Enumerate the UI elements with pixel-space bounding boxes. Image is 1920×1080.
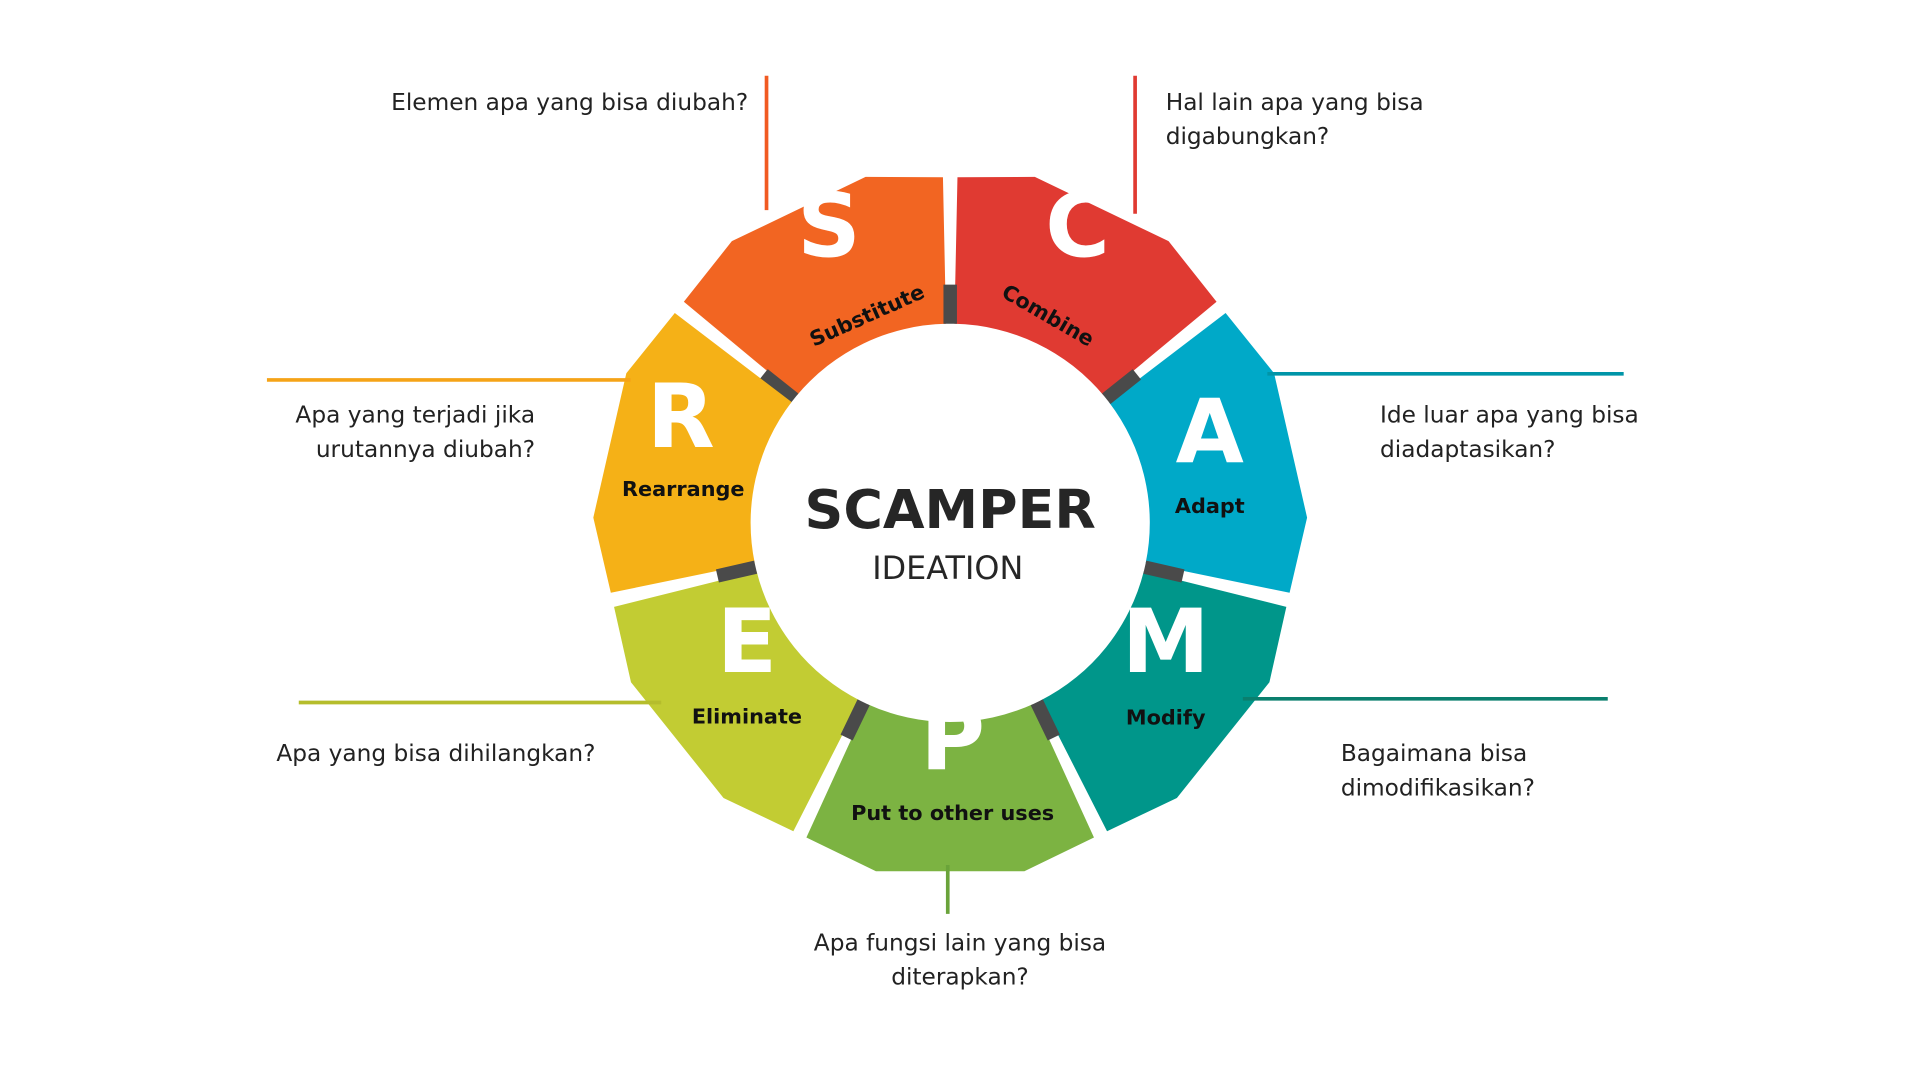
segment-adapt	[1108, 313, 1308, 593]
letter-p: P	[920, 688, 985, 791]
label-eliminate: Eliminate	[692, 704, 802, 728]
divider-bar	[1102, 369, 1142, 404]
question-p-line1: Apa fungsi lain yang bisa	[814, 930, 1106, 957]
question-a-line2: diadaptasikan?	[1380, 436, 1556, 463]
segments-ring	[593, 176, 1308, 872]
question-r-line1: Apa yang terjadi jika	[295, 402, 535, 429]
letter-a: A	[1176, 380, 1244, 483]
divider-bar	[1030, 699, 1060, 741]
segment-substitute	[683, 176, 947, 396]
question-s: Elemen apa yang bisa diubah?	[391, 89, 748, 116]
letter-r: R	[647, 365, 715, 468]
letter-m: M	[1122, 590, 1210, 693]
label-put-to-other-uses: Put to other uses	[851, 801, 1054, 825]
question-a-line1: Ide luar apa yang bisa	[1380, 402, 1639, 429]
segment-rearrange	[593, 313, 792, 593]
question-c-line2: digabungkan?	[1166, 123, 1330, 150]
question-r-line2: urutannya diubah?	[316, 436, 535, 463]
segment-eliminate	[614, 571, 860, 832]
center-subtitle: IDEATION	[872, 550, 1023, 587]
label-rearrange: Rearrange	[622, 477, 745, 501]
letter-s: S	[797, 175, 860, 278]
letter-e: E	[717, 590, 777, 693]
question-m-line1: Bagaimana bisa	[1341, 740, 1527, 767]
question-m-line2: dimodifikasikan?	[1341, 774, 1535, 801]
segment-put-to-other-uses	[806, 704, 1094, 872]
divider-bar	[840, 699, 870, 741]
label-adapt: Adapt	[1175, 494, 1245, 518]
center-circle	[753, 326, 1148, 720]
question-p-line2: diterapkan?	[891, 964, 1029, 991]
question-c-line1: Hal lain apa yang bisa	[1166, 89, 1424, 116]
divider-bar	[715, 560, 758, 583]
segment-modify	[1040, 571, 1287, 832]
center-title: SCAMPER	[805, 478, 1096, 541]
letter-c: C	[1045, 175, 1110, 278]
question-e: Apa yang bisa dihilangkan?	[276, 740, 595, 767]
segment-combine	[954, 176, 1217, 396]
label-modify: Modify	[1126, 706, 1206, 730]
divider-bar	[1143, 560, 1185, 583]
divider-bar	[759, 369, 799, 404]
